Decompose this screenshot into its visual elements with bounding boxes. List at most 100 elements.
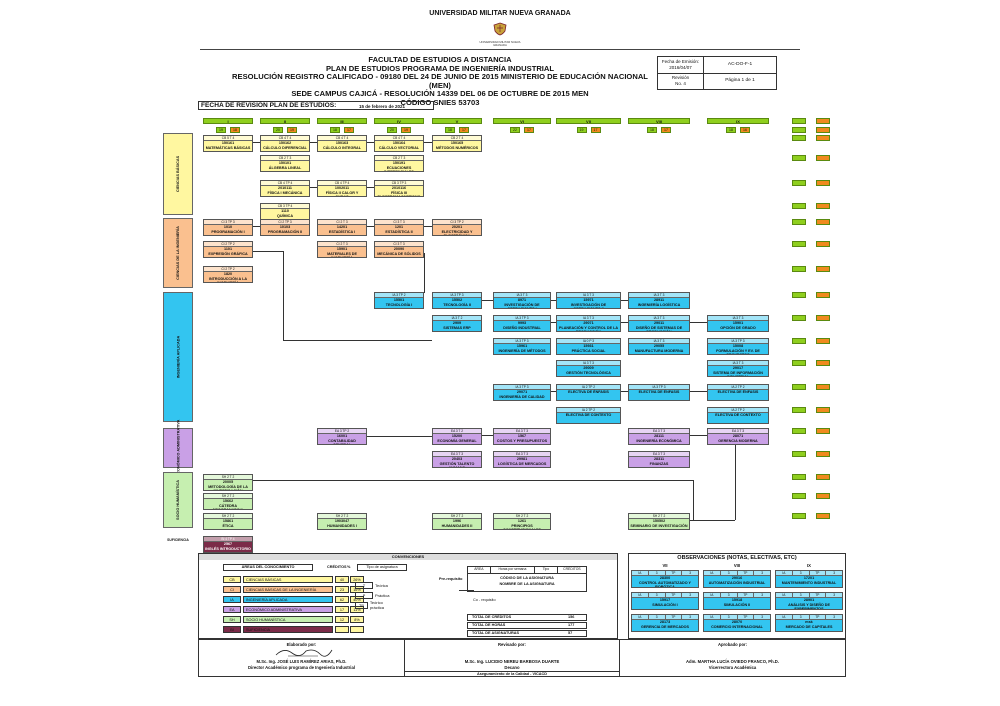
course-codes: CB 4 TP 4 — [261, 181, 309, 186]
area-ciencias-ingenieria: CIENCIAS DE LA INGENIERÍA — [163, 218, 193, 288]
course-name: FÍSICA II CALOR Y ONDAS — [325, 190, 359, 196]
course-id: 1996 — [452, 519, 462, 523]
course-id: 29071 — [583, 321, 594, 325]
course-id: 1567 — [517, 434, 527, 438]
area-percent: 11% — [350, 605, 364, 613]
semester-credit-total: 19 — [401, 127, 411, 133]
area-name: ECONÓMICO ADMINISTRATIVA — [243, 605, 333, 613]
course-codes: IA 3 TP 3 — [494, 316, 550, 321]
revision-date-box: FECHA DE REVISIÓN PLAN DE ESTUDIOS: 15 d… — [198, 101, 434, 110]
area-suficiencia: SUFICIENCIA — [167, 538, 189, 542]
course-name: INGLÉS INTRODUCTORIO — [205, 546, 251, 551]
row-total-cell — [816, 127, 830, 133]
course-code-row: CB 4 T 4 — [278, 136, 292, 140]
course-code-row: CI 2 T 3 — [336, 242, 348, 246]
course-code-row: IA 3 T 3 — [583, 361, 594, 365]
course-name: ESTADÍSTICA II — [385, 229, 413, 234]
semester-credit-total: 18 — [647, 127, 657, 133]
course-codes: IA 3 TP 3 — [629, 385, 689, 390]
course-name: ELECTIVA DE ÉNFASIS — [638, 390, 680, 394]
row-total-cell — [792, 203, 806, 209]
area-name: CIENCIAS BÁSICAS DE LA INGENIERÍA — [243, 585, 333, 593]
row-total-cell — [816, 180, 830, 186]
course-name: INGENIERÍA LOGÍSTICA — [637, 302, 681, 307]
signature-scribble — [275, 649, 333, 657]
course-code-row: CI 3 T 3 — [393, 220, 405, 224]
conventions-panel: CONVENCIONES ÁREAS DEL CONOCIMIENTO CRÉD… — [198, 553, 618, 639]
